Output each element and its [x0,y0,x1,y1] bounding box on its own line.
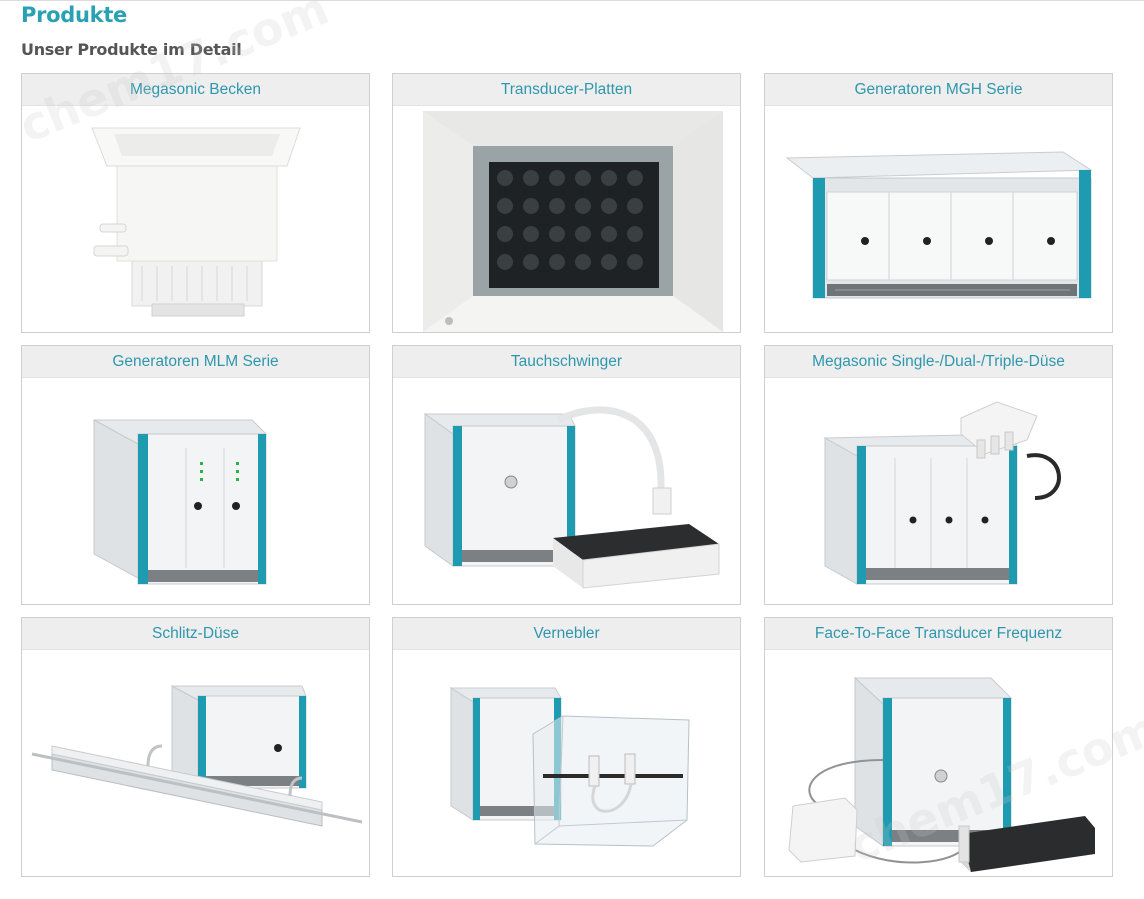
product-card-tauchschwinger[interactable]: Tauchschwinger [392,345,741,605]
product-card-transducer-platten[interactable]: Transducer-Platten [392,73,741,333]
immersion-transducer-image[interactable] [393,378,740,604]
product-card-vernebler[interactable]: Vernebler [392,617,741,877]
megasonic-tank-image[interactable] [22,106,369,332]
mlm-generator-image[interactable] [22,378,369,604]
product-card-title[interactable]: Vernebler [393,618,740,650]
top-divider [0,0,1144,1]
product-card-generatoren-mgh[interactable]: Generatoren MGH Serie [764,73,1113,333]
product-card-title[interactable]: Tauchschwinger [393,346,740,378]
product-card-megasonic-duese[interactable]: Megasonic Single-/Dual-/Triple-Düse [764,345,1113,605]
transducer-plate-image[interactable] [393,106,740,332]
product-card-title[interactable]: Schlitz-Düse [22,618,369,650]
product-card-title[interactable]: Transducer-Platten [393,74,740,106]
product-card-title[interactable]: Face-To-Face Transducer Frequenz [765,618,1112,650]
nebulizer-image[interactable] [393,650,740,876]
product-card-title[interactable]: Megasonic Single-/Dual-/Triple-Düse [765,346,1112,378]
product-card-generatoren-mlm[interactable]: Generatoren MLM Serie [21,345,370,605]
megasonic-nozzle-image[interactable] [765,378,1112,604]
page-subtitle: Unser Produkte im Detail [21,40,242,59]
face-to-face-transducer-image[interactable] [765,650,1112,876]
product-card-face-to-face-transducer[interactable]: Face-To-Face Transducer Frequenz [764,617,1113,877]
slit-nozzle-image[interactable] [22,650,369,876]
page-title: Produkte [21,3,128,27]
product-card-megasonic-becken[interactable]: Megasonic Becken [21,73,370,333]
product-card-title[interactable]: Megasonic Becken [22,74,369,106]
product-card-schlitz-duese[interactable]: Schlitz-Düse [21,617,370,877]
product-card-title[interactable]: Generatoren MGH Serie [765,74,1112,106]
product-card-title[interactable]: Generatoren MLM Serie [22,346,369,378]
mgh-generator-image[interactable] [765,106,1112,332]
